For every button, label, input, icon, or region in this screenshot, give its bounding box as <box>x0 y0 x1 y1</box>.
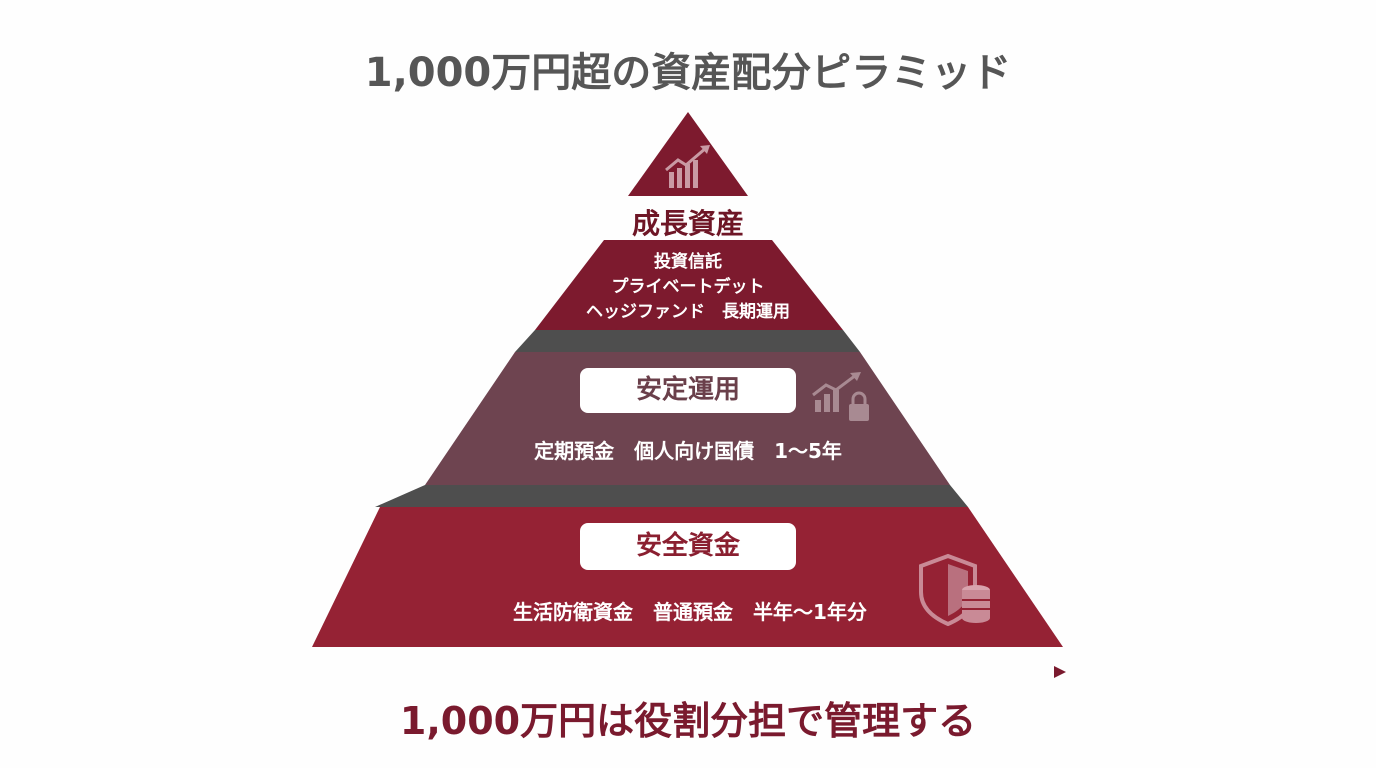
growth-tier <box>535 240 843 330</box>
stable-tier-label: 安定運用 <box>580 368 796 413</box>
growth-item: ヘッジファンド 長期運用 <box>586 302 790 322</box>
shadow-band-lower <box>375 485 968 507</box>
growth-items: 投資信託 プライベートデット ヘッジファンド 長期運用 <box>0 250 1376 325</box>
chart-lock-icon <box>812 372 869 421</box>
page-title: 1,000万円超の資産配分ピラミッド <box>364 50 1012 96</box>
footer-message: 1,000万円は役割分担で管理する <box>399 699 977 743</box>
growth-item: プライベートデット <box>611 277 765 297</box>
stable-tier <box>425 352 950 485</box>
safe-tier-label: 安全資金 <box>580 523 796 570</box>
growth-chart-icon <box>665 145 710 188</box>
growth-item: 投資信託 <box>654 252 722 272</box>
arrow-head <box>1054 666 1066 678</box>
shadow-band-upper <box>515 330 860 352</box>
stable-items: 定期預金 個人向け国債 1〜5年 <box>534 439 842 463</box>
safe-items: 生活防衛資金 普通預金 半年〜1年分 <box>513 600 867 624</box>
growth-apex <box>628 112 748 196</box>
safe-tier <box>312 507 1063 647</box>
shield-coins-icon <box>919 553 990 627</box>
growth-tier-label: 成長資産 <box>631 207 744 240</box>
